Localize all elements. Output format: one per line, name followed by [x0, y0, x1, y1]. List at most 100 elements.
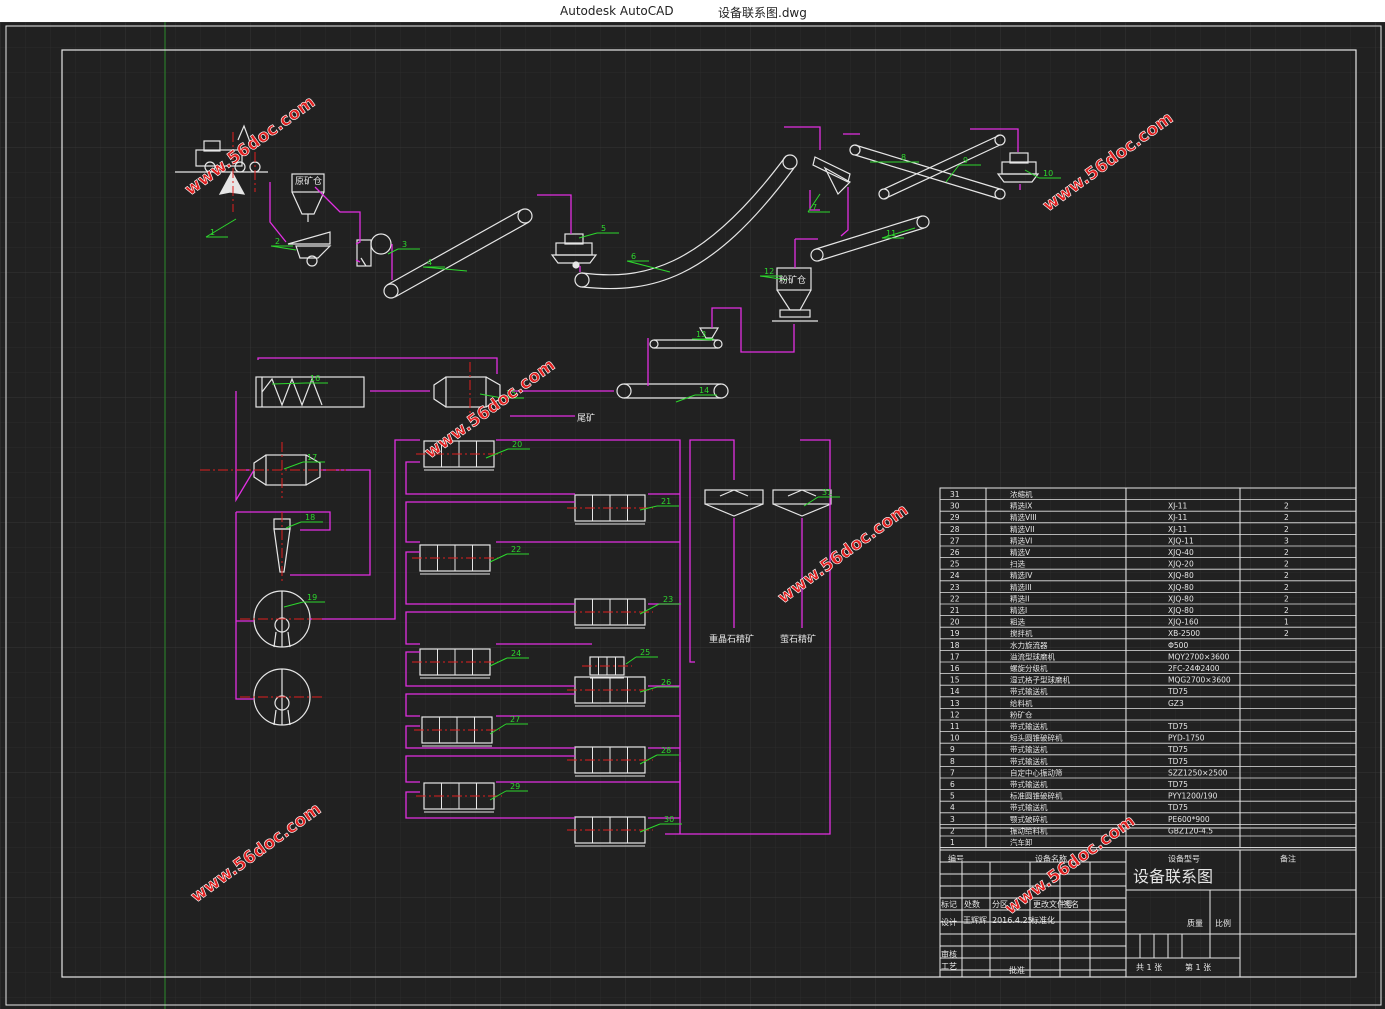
table-cell: 2 — [1284, 560, 1289, 569]
flotation-cell — [582, 656, 632, 679]
table-cell: GZ3 — [1168, 699, 1184, 708]
flotation-cell — [416, 440, 502, 471]
table-cell: XJQ-80 — [1168, 606, 1194, 615]
table-cell: 水力旋流器 — [1010, 640, 1048, 650]
flotation-cell — [412, 544, 498, 575]
app-name: Autodesk AutoCAD — [560, 4, 674, 18]
vibrating-screen-7 — [812, 156, 851, 196]
item-label: 4 — [422, 258, 468, 272]
belt-conveyor-4 — [383, 208, 533, 299]
table-cell: 2 — [1284, 502, 1289, 511]
table-cell: 25 — [950, 560, 960, 569]
tb-zone: 分区 — [992, 900, 1008, 909]
item-number: 21 — [661, 497, 671, 506]
tb-mark: 标记 — [941, 899, 957, 909]
cone-crusher-10 — [996, 152, 1040, 183]
table-cell: 精选III — [1010, 582, 1032, 592]
window-title-bar: Autodesk AutoCAD 设备联系图.dwg — [0, 0, 1385, 22]
table-cell: 精选I — [1010, 605, 1027, 615]
flotation-cell — [414, 716, 500, 747]
table-cell: 1 — [1284, 618, 1289, 627]
item-label: 11 — [881, 227, 916, 239]
item-label: 15 — [479, 389, 524, 399]
item-number: 20 — [512, 440, 522, 449]
table-cell: 2 — [1284, 629, 1289, 638]
tb-sheet-no: 第 1 张 — [1185, 962, 1211, 972]
item-number: 19 — [307, 593, 317, 602]
item-label: 14 — [675, 386, 717, 403]
table-cell: 24 — [950, 571, 960, 580]
powder-bin-label: 粉矿仓 — [779, 274, 806, 286]
item-label: 26 — [639, 678, 679, 693]
item-number: 17 — [307, 453, 317, 462]
drawing-title: 设备联系图 — [1133, 867, 1213, 886]
table-cell: 溢流型球磨机 — [1010, 651, 1055, 661]
item-label: 3 — [387, 240, 420, 255]
table-cell: 16 — [950, 664, 960, 673]
table-cell: GBZ120-4.5 — [1168, 826, 1213, 835]
table-cell: 带式输送机 — [1010, 756, 1048, 766]
centerlines — [200, 132, 471, 698]
item-number: 28 — [661, 746, 671, 755]
table-cell: 振动给料机 — [1010, 825, 1048, 835]
flotation-cell — [567, 816, 653, 847]
table-header-cell: 备注 — [1280, 854, 1296, 864]
flotation-cells — [412, 440, 653, 847]
table-cell: 30 — [950, 502, 960, 511]
item-label: 9 — [945, 156, 981, 183]
table-cell: 粉矿仓 — [1010, 709, 1033, 719]
item-number: 9 — [963, 156, 968, 165]
item-label: 28 — [639, 746, 679, 765]
table-cell: 精选IV — [1010, 570, 1033, 580]
tb-process: 工艺 — [941, 962, 957, 971]
item-label: 17 — [283, 453, 325, 470]
item-label: 10 — [1024, 169, 1061, 179]
table-cell: 扫选 — [1010, 559, 1026, 569]
table-cell: 18 — [950, 641, 960, 650]
belt-conveyor-9 — [878, 134, 1006, 200]
sheet-border — [5, 25, 1382, 1006]
table-cell: 12 — [950, 710, 960, 719]
item-number: 15 — [506, 389, 516, 398]
table-cell: 13 — [950, 699, 960, 708]
item-number: 4 — [427, 258, 432, 267]
item-label: 27 — [489, 715, 528, 735]
table-cell: 带式输送机 — [1010, 721, 1048, 731]
item-number: 5 — [601, 224, 606, 233]
table-cell: 精选VI — [1010, 535, 1032, 545]
table-cell: 标准圆锥破碎机 — [1010, 791, 1063, 801]
table-cell: XJ-11 — [1168, 525, 1188, 534]
tb-approve: 批准 — [1009, 965, 1025, 975]
item-label: 22 — [489, 545, 529, 563]
item-label: 6 — [626, 252, 671, 273]
item-label: 23 — [639, 595, 681, 615]
item-number: 1 — [210, 228, 215, 237]
table-cell: 22 — [950, 594, 960, 603]
flotation-cell — [412, 648, 498, 679]
tb-date: 2016.4.25 — [992, 916, 1033, 925]
jaw-crusher — [356, 233, 392, 267]
table-cell: 29 — [950, 513, 960, 522]
table-cell: XJQ-11 — [1168, 536, 1194, 545]
table-cell: 17 — [950, 652, 960, 661]
item-number: 16 — [310, 374, 320, 383]
table-cell: 5 — [950, 792, 955, 801]
table-cell: 精选VII — [1010, 524, 1035, 534]
flotation-cell — [567, 746, 653, 777]
table-header-cell: 设备名称 — [1035, 854, 1067, 864]
table-cell: 9 — [950, 745, 955, 754]
item-label: 29 — [489, 782, 528, 801]
